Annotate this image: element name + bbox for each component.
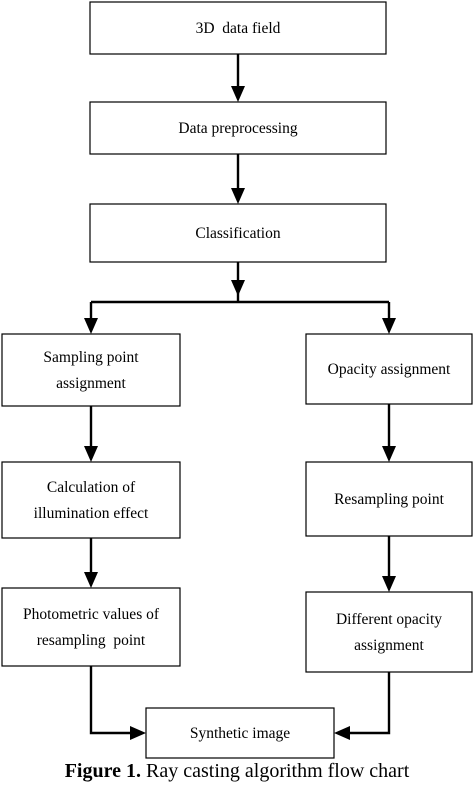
arrowhead [84,572,98,588]
node-box [1,587,181,667]
node-label: Calculation of [47,479,136,496]
node-photometric: Photometric values of resampling point [1,587,181,667]
arrowhead [231,280,245,296]
node-label: Photometric values of [23,606,160,623]
node-opacity-assignment: Opacity assignment [305,333,473,405]
node-resampling-point: Resampling point [305,461,473,537]
arrowhead [231,188,245,204]
arrowhead [382,318,396,334]
node-classification: Classification [89,203,387,263]
node-label: Sampling point [43,349,139,366]
flow-connector [89,666,134,735]
node-label: Resampling point [334,491,444,508]
node-box [1,333,181,407]
node-box [89,203,387,263]
node-label: Data preprocessing [178,120,297,137]
figure-caption: Figure 1. Ray casting algorithm flow cha… [0,760,474,783]
arrowhead [382,446,396,462]
flow-connector [346,672,391,735]
figure-label: Figure 1. [64,760,142,782]
node-box [305,461,473,537]
node-label: resampling point [37,632,146,649]
node-label: Opacity assignment [328,361,451,378]
arrowhead [231,86,245,102]
node-box [1,461,181,539]
arrowhead [84,446,98,462]
node-label: Synthetic image [190,725,290,742]
node-illumination: Calculation of illumination effect [1,461,181,539]
arrowhead [84,318,98,334]
node-label: 3D data field [196,20,281,37]
node-box [305,333,473,405]
node-label: assignment [354,637,424,654]
node-label: assignment [56,375,126,392]
node-box [305,591,473,673]
arrowhead [130,726,146,740]
node-box [145,707,335,759]
node-sampling-point: Sampling point assignment [1,333,181,407]
flow-edges [84,54,396,740]
node-label: Different opacity [336,611,442,628]
node-synthetic-image: Synthetic image [145,707,335,759]
arrowhead [334,726,350,740]
node-label: illumination effect [34,505,149,522]
arrowhead [382,576,396,592]
node-box [89,1,387,55]
caption-text: Ray casting algorithm flow chart [141,760,410,782]
node-label: Classification [195,225,280,242]
node-box [89,101,387,155]
node-preprocessing: Data preprocessing [89,101,387,155]
node-different-opacity: Different opacity assignment [305,591,473,673]
node-data-field: 3D data field [89,1,387,55]
